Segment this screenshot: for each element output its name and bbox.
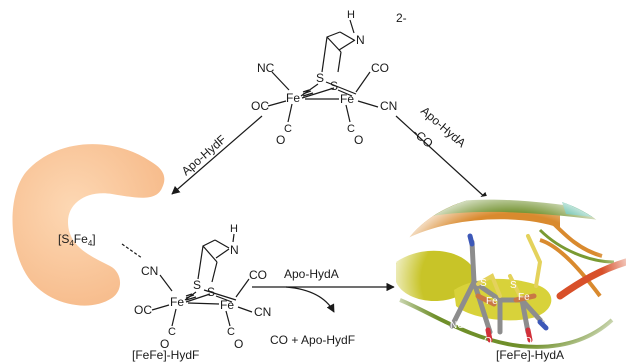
atom-n-bottom: N (230, 243, 239, 257)
hash-bonds-top-left (302, 89, 314, 97)
arrow-byproduct-label: CO + Apo-HydF (270, 333, 355, 347)
hash-bonds-bottom-left (185, 293, 197, 301)
arrow-branch-curve (285, 286, 335, 313)
atom-s-left-bottom: S (193, 278, 201, 292)
bond-co-bottom-left-bottom (171, 308, 177, 327)
arrow-label-minus-co: -CO (410, 126, 436, 151)
atom-fe-left-top: Fe (286, 91, 300, 105)
bond-cn-linker-fe (159, 274, 173, 292)
atom-s-left-top: S (316, 71, 324, 85)
charge-label: 2- (396, 11, 407, 25)
bottom-complex: [S4Fe4] CN H N S S Fe Fe OC CO CN C O C … (58, 223, 271, 362)
bond-co-fe-bottom (235, 278, 250, 298)
hyda-caption: [FeFe]-HydA (496, 348, 564, 362)
ligand-oc-left-top: OC (251, 99, 269, 113)
bond-cn-fe-bottom (237, 306, 253, 313)
core-bonds-top (300, 81, 357, 100)
bond-oc-fe-top (267, 100, 287, 107)
atom-fe-left-bottom: Fe (170, 295, 184, 309)
arrow-to-hyda-from-top (395, 115, 489, 201)
ligand-o-bottom-left-bottom: O (160, 337, 169, 351)
hyda-protein-render: S S Fe Fe NC N O O (394, 194, 626, 362)
ligand-o-bottom-right-top: O (354, 133, 363, 147)
bridge-bonds-top (321, 19, 356, 73)
ligand-cn-linker: CN (141, 264, 158, 278)
top-complex: 2- H N S S Fe Fe NC OC CO CN C O C O (251, 9, 407, 147)
arrow-label-apo-hydf: Apo-HydF (179, 132, 229, 178)
ligand-c-bottom-left-bottom: C (168, 326, 176, 338)
ligand-o-bottom-right-bottom: O (234, 337, 243, 351)
hydf-protein-blob (12, 144, 165, 306)
bond-cn-fe-top (357, 100, 379, 108)
atom-h-bottom: H (230, 223, 238, 235)
bond-nc-fe-top (271, 71, 290, 91)
ligand-nc-upper-left-top: NC (257, 61, 275, 75)
ligand-c-bottom-left-top: C (284, 123, 292, 135)
atom-n-top: N (356, 33, 365, 47)
bond-co-bottom-right-top (345, 104, 351, 123)
hydf-caption: [FeFe]-HydF (132, 348, 199, 362)
bridge-bonds-bottom (197, 233, 235, 283)
ligand-cn-right-top: CN (380, 99, 397, 113)
bond-co-bottom-right-bottom (225, 310, 231, 327)
ligand-c-bottom-right-bottom: C (227, 326, 235, 338)
ligand-co-upper-right-bottom: CO (249, 268, 267, 282)
cluster-dash-link (121, 243, 143, 259)
ligand-o-bottom-left-top: O (276, 133, 285, 147)
ligand-oc-left-bottom: OC (134, 303, 152, 317)
ligand-cn-right-bottom: CN (254, 305, 271, 319)
bond-co-fe-top (355, 71, 371, 93)
atom-s-right-top: S (330, 79, 338, 93)
arrow-label-apo-hyda-bottom: Apo-HydA (284, 267, 339, 281)
ligand-c-bottom-right-top: C (347, 123, 355, 135)
cluster-label: [S4Fe4] (58, 232, 96, 248)
bond-oc-fe-bottom (151, 304, 170, 311)
ligand-co-upper-right-top: CO (371, 61, 389, 75)
atom-h-top: H (347, 9, 355, 21)
arrow-to-hydf (171, 115, 263, 195)
bond-co-bottom-left-top (287, 103, 293, 123)
